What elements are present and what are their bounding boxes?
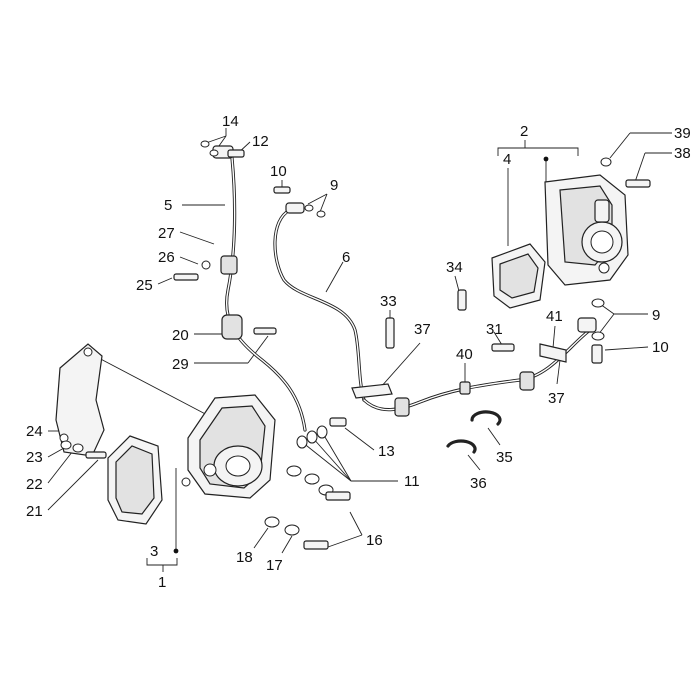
hose-sleeve: [519, 371, 535, 391]
callout-31: 31: [486, 321, 503, 338]
callout-41: 41: [546, 308, 563, 325]
washer-icon: [306, 430, 318, 444]
hose-clip: [220, 255, 238, 275]
bolt-icon: [253, 327, 277, 335]
bolt-icon: [273, 186, 291, 194]
washer-icon: [304, 204, 314, 212]
callout-1: 1: [158, 574, 166, 591]
hose-bracket: [539, 343, 567, 363]
washer-icon: [209, 149, 219, 157]
hose-guide: [221, 314, 243, 340]
washer-icon: [60, 440, 72, 450]
callout-39: 39: [674, 125, 691, 142]
bolt-icon: [85, 451, 107, 459]
bolt-icon: [491, 343, 515, 352]
mounting-plate: [55, 343, 105, 457]
callout-10b: 10: [652, 339, 669, 356]
callout-11: 11: [404, 473, 420, 490]
bolt-icon: [325, 491, 351, 501]
leader-lines: [47, 128, 672, 572]
callout-21: 21: [26, 503, 43, 520]
callout-4: 4: [503, 151, 511, 168]
callout-14: 14: [222, 113, 239, 130]
washer-icon: [72, 443, 84, 453]
callout-13: 13: [378, 443, 395, 460]
washer-icon: [201, 260, 211, 270]
callout-38: 38: [674, 145, 691, 162]
callout-40: 40: [456, 346, 473, 363]
callout-35: 35: [496, 449, 513, 466]
bolt-icon: [591, 344, 603, 364]
callout-labels: 14 12 5 27 26 25 20 29 10 9 6 33 37 40 2…: [26, 113, 691, 591]
callout-16: 16: [366, 532, 383, 549]
washer-icon: [600, 157, 612, 167]
bolt-icon: [173, 273, 199, 281]
banjo-fitting: [285, 202, 305, 214]
callout-9b: 9: [652, 307, 660, 324]
right-brake-caliper: [457, 157, 651, 311]
washer-icon: [284, 524, 300, 536]
bolt-icon: [457, 289, 467, 311]
bolt-icon: [385, 317, 395, 349]
callout-27: 27: [158, 225, 175, 242]
washer-icon: [264, 516, 280, 528]
callout-18: 18: [236, 549, 253, 566]
washer-icon: [304, 473, 320, 485]
callout-20: 20: [172, 327, 189, 344]
lower-brake-hose: [351, 298, 605, 417]
hose-clips: [446, 410, 502, 454]
callout-37b: 37: [548, 390, 565, 407]
hose-clamp: [459, 381, 471, 395]
callout-34: 34: [446, 259, 463, 276]
washer-icon: [286, 465, 302, 477]
bolt-icon: [625, 179, 651, 188]
callout-12: 12: [252, 133, 269, 150]
callout-24: 24: [26, 423, 43, 440]
callout-22: 22: [26, 476, 43, 493]
callout-25: 25: [136, 277, 153, 294]
callout-37: 37: [414, 321, 431, 338]
hose-bracket: [351, 383, 393, 399]
washer-icon: [296, 435, 308, 449]
middle-brake-hose: [273, 186, 366, 402]
callout-3: 3: [150, 543, 158, 560]
callout-33: 33: [380, 293, 397, 310]
callout-10: 10: [270, 163, 287, 180]
left-brake-hose: [173, 140, 307, 432]
callout-5: 5: [164, 197, 172, 214]
left-brake-caliper: [55, 343, 351, 550]
washer-icon: [591, 298, 605, 308]
banjo-fitting: [577, 317, 597, 333]
callout-23: 23: [26, 449, 43, 466]
bolt-icon: [329, 417, 347, 427]
callout-17: 17: [266, 557, 283, 574]
washer-icon: [200, 140, 210, 148]
callout-2: 2: [520, 123, 528, 140]
washer-icon: [316, 425, 328, 439]
callout-26: 26: [158, 249, 175, 266]
bolt-icon: [227, 149, 245, 158]
callout-36: 36: [470, 475, 487, 492]
callout-29: 29: [172, 356, 189, 373]
washer-icon: [316, 210, 326, 218]
washer-icon: [591, 331, 605, 341]
callout-9: 9: [330, 177, 338, 194]
callout-6: 6: [342, 249, 350, 266]
bolt-icon: [303, 540, 329, 550]
hose-sleeve: [394, 397, 410, 417]
